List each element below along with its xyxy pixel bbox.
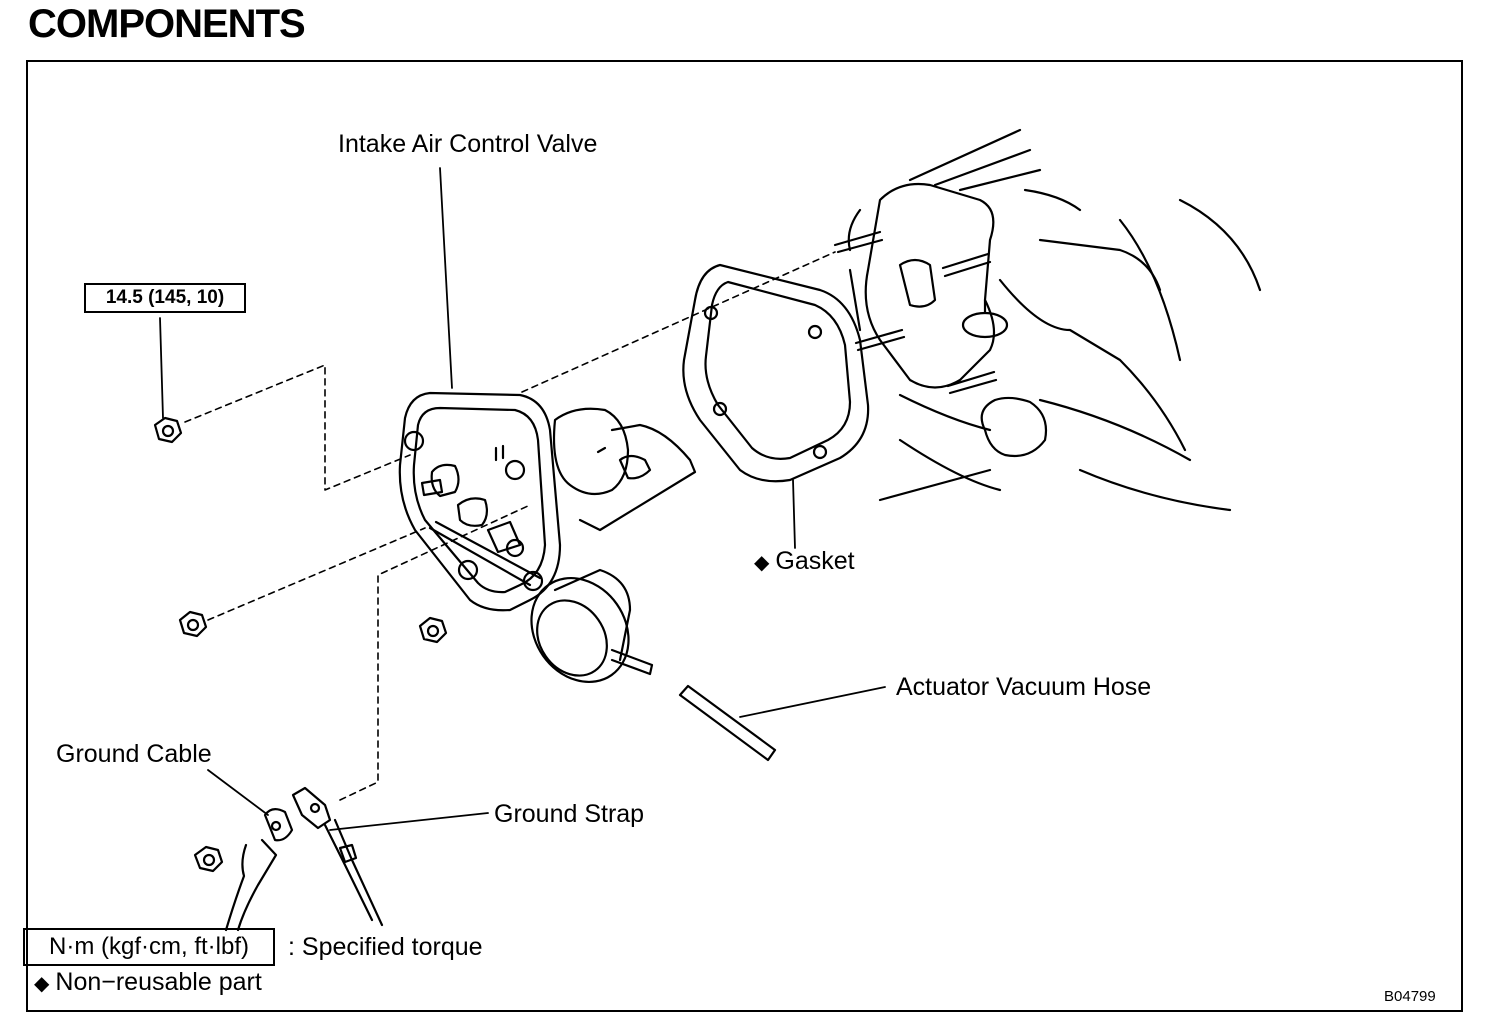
ground-cable-part bbox=[224, 808, 294, 932]
torque-spec-box: 14.5 (145, 10) bbox=[84, 283, 246, 313]
ground-strap-part bbox=[291, 786, 384, 927]
actuator-vacuum-hose-part bbox=[678, 684, 777, 762]
legend-torque-unit: N·m (kgf·cm, ft·lbf) bbox=[49, 933, 249, 960]
intake-manifold bbox=[833, 128, 1262, 512]
legend-non-reusable: ◆Non−reusable part bbox=[34, 968, 262, 997]
intake-air-control-valve-part bbox=[398, 391, 697, 684]
non-reusable-diamond-icon: ◆ bbox=[754, 552, 770, 574]
legend-diamond-icon: ◆ bbox=[34, 973, 50, 995]
page-title: COMPONENTS bbox=[28, 2, 306, 46]
assembly-lines bbox=[184, 251, 836, 801]
gasket-part bbox=[682, 263, 870, 483]
torque-spec-value: 14.5 (145, 10) bbox=[105, 287, 225, 308]
diagram-frame bbox=[26, 60, 1463, 1012]
label-gasket: ◆Gasket bbox=[754, 547, 855, 576]
label-intake-air-control-valve: Intake Air Control Valve bbox=[338, 130, 598, 158]
gasket-text: Gasket bbox=[775, 547, 855, 575]
legend-non-reusable-text: Non−reusable part bbox=[55, 968, 262, 996]
label-ground-strap: Ground Strap bbox=[494, 800, 645, 828]
label-ground-cable: Ground Cable bbox=[56, 740, 212, 768]
figure-code: B04799 bbox=[1384, 988, 1436, 1005]
label-actuator-vacuum-hose: Actuator Vacuum Hose bbox=[896, 673, 1152, 701]
legend-torque-text: : Specified torque bbox=[288, 933, 483, 961]
nuts bbox=[153, 416, 448, 873]
leader-lines bbox=[159, 167, 886, 831]
legend-torque-unit-box: N·m (kgf·cm, ft·lbf) bbox=[23, 928, 275, 966]
